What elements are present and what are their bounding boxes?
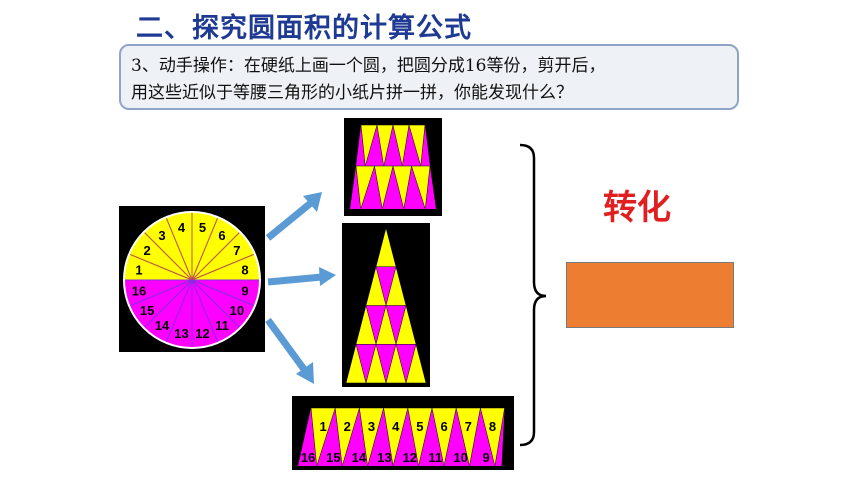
strip-piece bbox=[480, 407, 505, 467]
trapezoid-row bbox=[356, 125, 430, 166]
circle-number-label: 13 bbox=[174, 326, 188, 341]
triangle-piece bbox=[365, 266, 387, 306]
strip-bottom-number: 14 bbox=[352, 450, 367, 465]
strip-bottom-number: 11 bbox=[428, 450, 442, 465]
circle-number-label: 6 bbox=[218, 228, 225, 243]
arrow-to-strip bbox=[265, 317, 314, 384]
strip-bottom-number: 9 bbox=[482, 450, 489, 465]
circle-number-label: 7 bbox=[233, 243, 240, 258]
strip-bottom-number: 10 bbox=[453, 450, 467, 465]
strip-bottom-number: 16 bbox=[301, 450, 315, 465]
strip-piece bbox=[383, 407, 409, 467]
strip-pieces bbox=[298, 407, 505, 467]
circle-number-label: 15 bbox=[140, 303, 154, 318]
strip-top-number: 4 bbox=[392, 419, 400, 434]
circle-number-label: 2 bbox=[143, 243, 150, 258]
circle-number-label: 1 bbox=[135, 263, 142, 278]
trapezoid-piece bbox=[392, 124, 410, 167]
arrow-to-trapezoid bbox=[265, 192, 322, 241]
triangle-piece bbox=[365, 344, 387, 384]
circle-number-label: 11 bbox=[215, 318, 229, 333]
strip-top-number: 1 bbox=[319, 419, 326, 434]
trapezoid-row bbox=[350, 166, 436, 209]
triangle-piece bbox=[385, 266, 407, 306]
arrows bbox=[265, 192, 336, 384]
circle-number-label: 4 bbox=[178, 220, 186, 235]
circle-number-label: 10 bbox=[230, 303, 244, 318]
circle-number-label: 16 bbox=[132, 284, 146, 299]
strip-piece bbox=[455, 407, 481, 467]
circle-number-label: 8 bbox=[241, 263, 248, 278]
strip-top-number: 2 bbox=[344, 419, 351, 434]
triangle-piece bbox=[395, 305, 417, 345]
triangle-piece bbox=[355, 305, 377, 345]
triangle-piece bbox=[405, 344, 427, 384]
task-box: 3、动手操作：在硬纸上画一个圆，把圆分成16等份，剪开后， 用这些近似于等腰三角… bbox=[119, 44, 739, 110]
trapezoid-piece bbox=[392, 165, 412, 210]
trapezoid-piece bbox=[408, 124, 426, 167]
arrow-to-triangle bbox=[267, 267, 336, 286]
strip-piece bbox=[431, 407, 457, 467]
task-line-1: 3、动手操作：在硬纸上画一个圆，把圆分成16等份，剪开后， bbox=[131, 56, 606, 76]
page-title: 二、探究圆面积的计算公式 bbox=[136, 13, 472, 44]
circle-number-label: 12 bbox=[195, 326, 209, 341]
circle-number-label: 14 bbox=[155, 318, 170, 333]
circle-outline bbox=[123, 211, 261, 349]
trapezoid-piece bbox=[360, 124, 378, 167]
triangle-panel bbox=[342, 223, 430, 387]
strip-top-number: 3 bbox=[368, 419, 375, 434]
strip-bottom-number: 13 bbox=[377, 450, 391, 465]
strip-top-number: 8 bbox=[489, 419, 496, 434]
triangle-piece bbox=[375, 305, 397, 345]
rectangle-shape bbox=[566, 262, 734, 328]
trapezoid-panel bbox=[344, 118, 442, 216]
triangle-piece bbox=[385, 344, 407, 384]
triangle-piece bbox=[345, 344, 367, 384]
strip-bottom-number: 15 bbox=[326, 450, 340, 465]
strip-bottom-number: 12 bbox=[403, 450, 417, 465]
trapezoid-piece bbox=[376, 124, 394, 167]
circle-number-label: 3 bbox=[158, 228, 165, 243]
strip-piece bbox=[334, 407, 360, 467]
trapezoid-pieces bbox=[350, 124, 436, 210]
strip-top-number: 7 bbox=[465, 419, 472, 434]
right-brace bbox=[519, 143, 547, 447]
circle-number-label: 5 bbox=[199, 220, 206, 235]
strip-piece bbox=[310, 407, 336, 467]
trapezoid-piece bbox=[355, 165, 375, 210]
triangle-piece bbox=[375, 227, 397, 267]
circle-number-label: 9 bbox=[241, 284, 248, 299]
triangle-pieces bbox=[345, 227, 427, 384]
strip-top-number: 5 bbox=[416, 419, 423, 434]
result-label: 转化 bbox=[603, 188, 671, 228]
strip-piece bbox=[359, 407, 384, 467]
trapezoid-piece bbox=[411, 165, 431, 210]
strip-top-number: 6 bbox=[440, 419, 447, 434]
task-line-2: 用这些近似于等腰三角形的小纸片拼一拼，你能发现什么？ bbox=[131, 83, 573, 103]
trapezoid-piece bbox=[374, 165, 394, 210]
circle-sectors bbox=[123, 211, 261, 349]
strip-piece bbox=[407, 407, 433, 467]
